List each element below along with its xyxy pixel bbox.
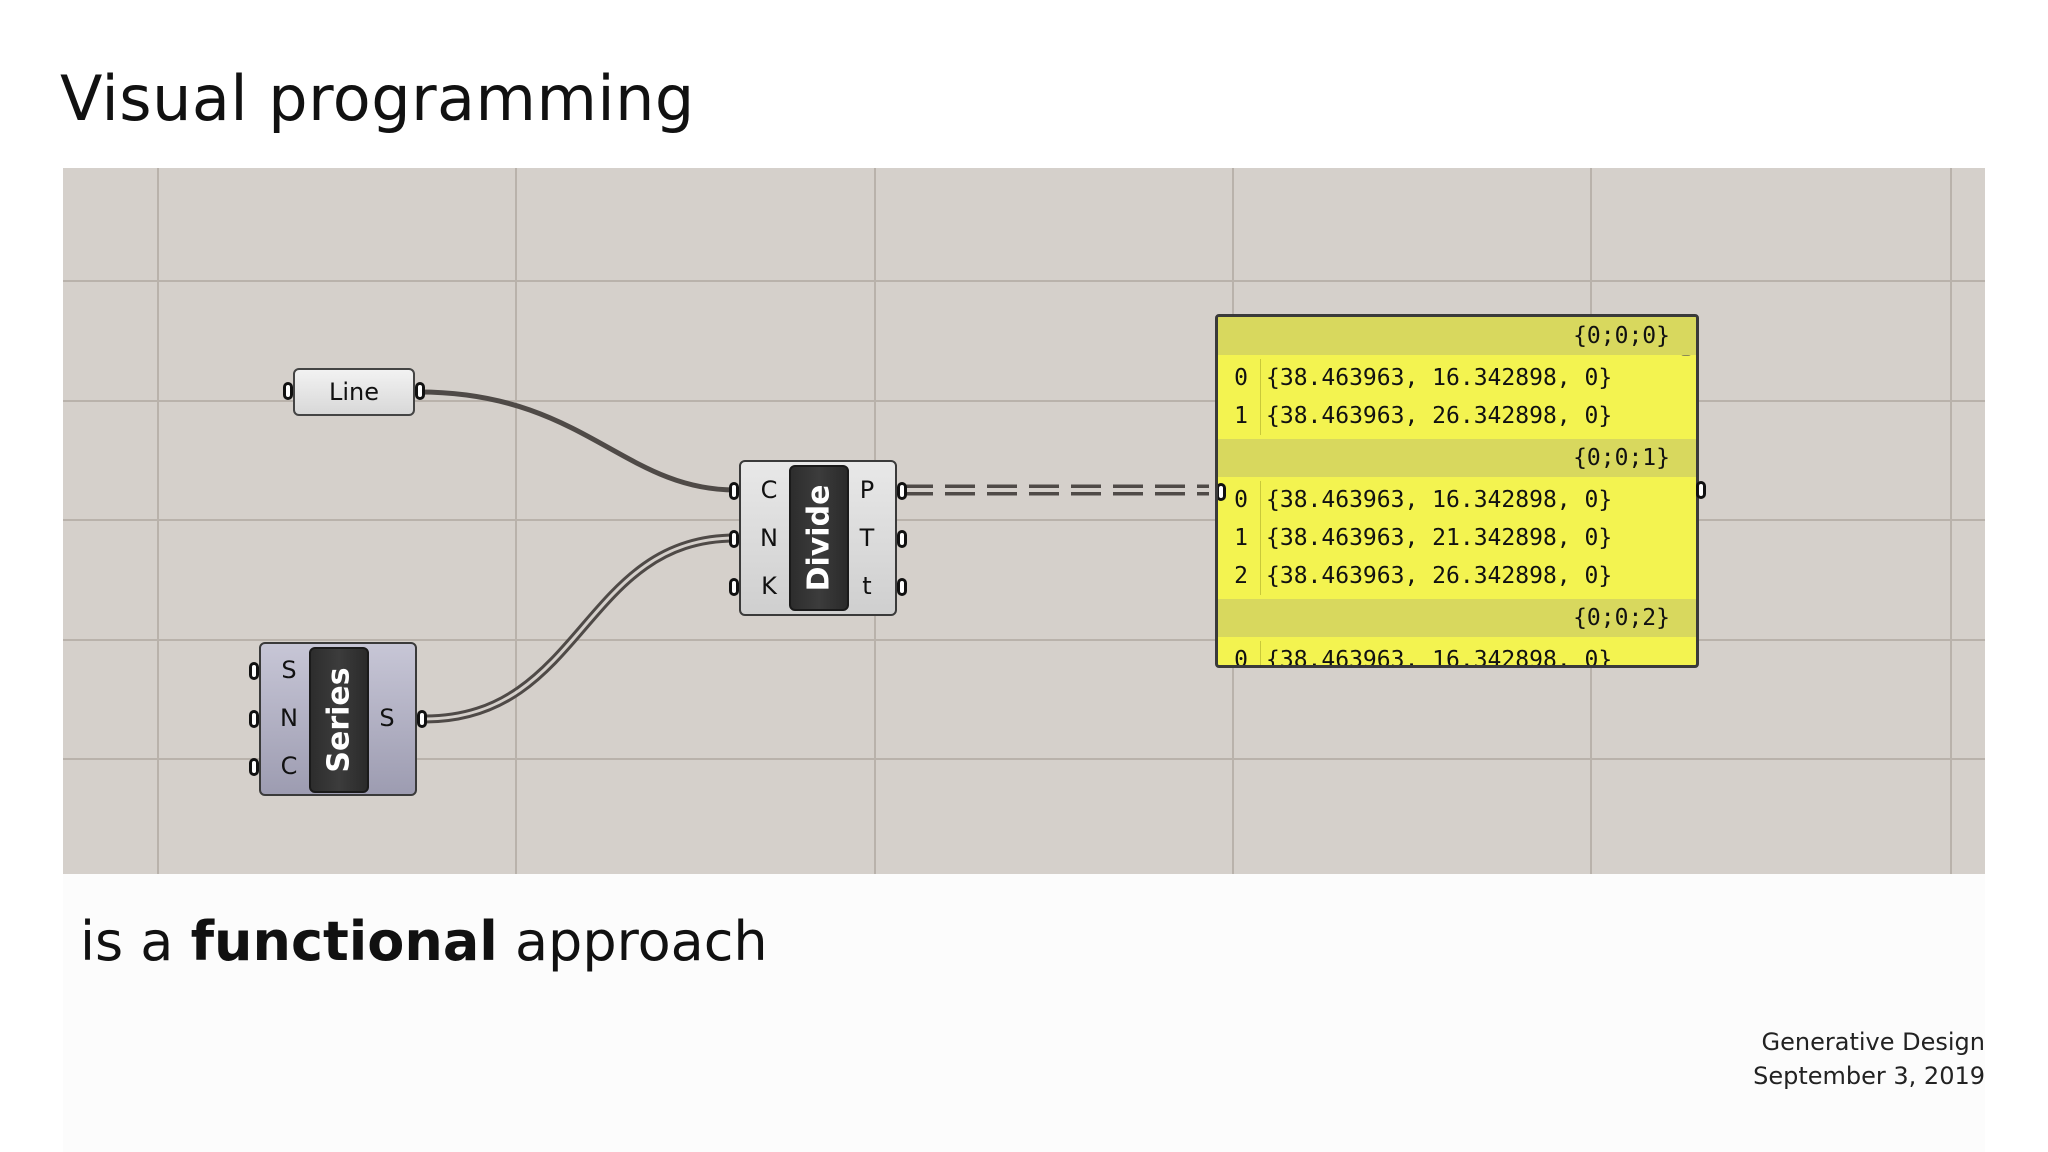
divide-component[interactable]: Divide C N K P T t [729,460,907,616]
footer-date: September 3, 2019 [1753,1062,1985,1090]
slide-footer: Generative Design September 3, 2019 [1753,1025,1985,1093]
divide-output-p: P [859,476,875,504]
panel-row: 0 {38.463963, 16.342898, 0} [1218,359,1696,397]
divide-grip-t-lower[interactable] [897,578,907,596]
series-input-s: S [281,656,297,684]
line-param-node[interactable]: Line [283,368,425,416]
panel-row-value: {38.463963, 21.342898, 0} [1266,525,1613,551]
divide-grip-p[interactable] [897,482,907,500]
divide-input-k: K [761,572,777,600]
divide-name-bar: Divide [789,465,849,611]
series-grip-s[interactable] [249,662,259,680]
divide-grip-c[interactable] [729,482,739,500]
panel-row-index: 0 [1234,487,1248,513]
slide-title: Visual programming [60,62,695,135]
line-input-grip[interactable] [283,382,293,400]
panel-path: {0;0;1} [1573,445,1670,471]
series-grip-output[interactable] [417,710,427,728]
subtitle-pre: is a [80,910,191,973]
series-label: Series [321,667,357,773]
panel-row-index: 1 [1234,403,1248,429]
panel-row-index: 0 [1234,647,1248,668]
panel-output-grip[interactable] [1696,481,1706,499]
panel-row-value: {38.463963, 16.342898, 0} [1266,365,1613,391]
panel-path-header: {0;0;0} [1218,317,1696,355]
panel-path: {0;0;0} [1573,323,1670,349]
panel-row-value: {38.463963, 16.342898, 0} [1266,647,1613,668]
divide-output-t-upper: T [859,524,875,552]
panel-row-value: {38.463963, 16.342898, 0} [1266,487,1613,513]
panel-row: 0 {38.463963, 16.342898, 0} [1218,641,1696,668]
series-output-s: S [379,704,395,732]
divide-label: Divide [801,484,837,592]
panel-input-grip[interactable] [1218,483,1226,501]
series-grip-c[interactable] [249,758,259,776]
slide-subtitle: is a functional approach [80,910,768,973]
node-canvas[interactable]: Line Divide C N K P T t Series S N C S [63,168,1985,874]
panel-row-index: 1 [1234,525,1248,551]
divide-input-n: N [760,524,778,552]
divide-grip-n[interactable] [729,530,739,548]
wire-series-to-divide [424,533,736,724]
line-output-grip[interactable] [415,382,425,400]
panel-row: 2 {38.463963, 26.342898, 0} [1218,557,1696,595]
series-grip-n[interactable] [249,710,259,728]
subtitle-post: approach [497,910,768,973]
line-param-label: Line [328,378,379,406]
divide-grip-t[interactable] [897,530,907,548]
panel-row-value: {38.463963, 26.342898, 0} [1266,563,1613,589]
panel-row-value: {38.463963, 26.342898, 0} [1266,403,1613,429]
subtitle-bold: functional [190,910,498,973]
caption-area [63,874,1985,1152]
divide-grip-k[interactable] [729,578,739,596]
panel-row-index: 2 [1234,563,1248,589]
wire-line-to-divide [418,389,736,493]
panel-row: 0 {38.463963, 16.342898, 0} [1218,481,1696,519]
panel-row: 1 {38.463963, 21.342898, 0} [1218,519,1696,557]
series-input-c: C [280,752,298,780]
divide-output-t-lower: t [862,572,872,600]
series-component[interactable]: Series S N C S [249,642,427,796]
panel-row: 1 {38.463963, 26.342898, 0} [1218,397,1696,435]
data-panel[interactable]: {0;0;0} 0 {38.463963, 16.342898, 0} 1 {3… [1215,314,1699,668]
panel-path: {0;0;2} [1573,605,1670,631]
divide-input-c: C [760,476,778,504]
footer-course: Generative Design [1761,1028,1985,1056]
series-name-bar: Series [309,647,369,793]
panel-path-header: {0;0;2} [1218,599,1696,637]
panel-path-header: {0;0;1} [1218,439,1696,477]
series-input-n: N [280,704,298,732]
panel-row-index: 0 [1234,365,1248,391]
